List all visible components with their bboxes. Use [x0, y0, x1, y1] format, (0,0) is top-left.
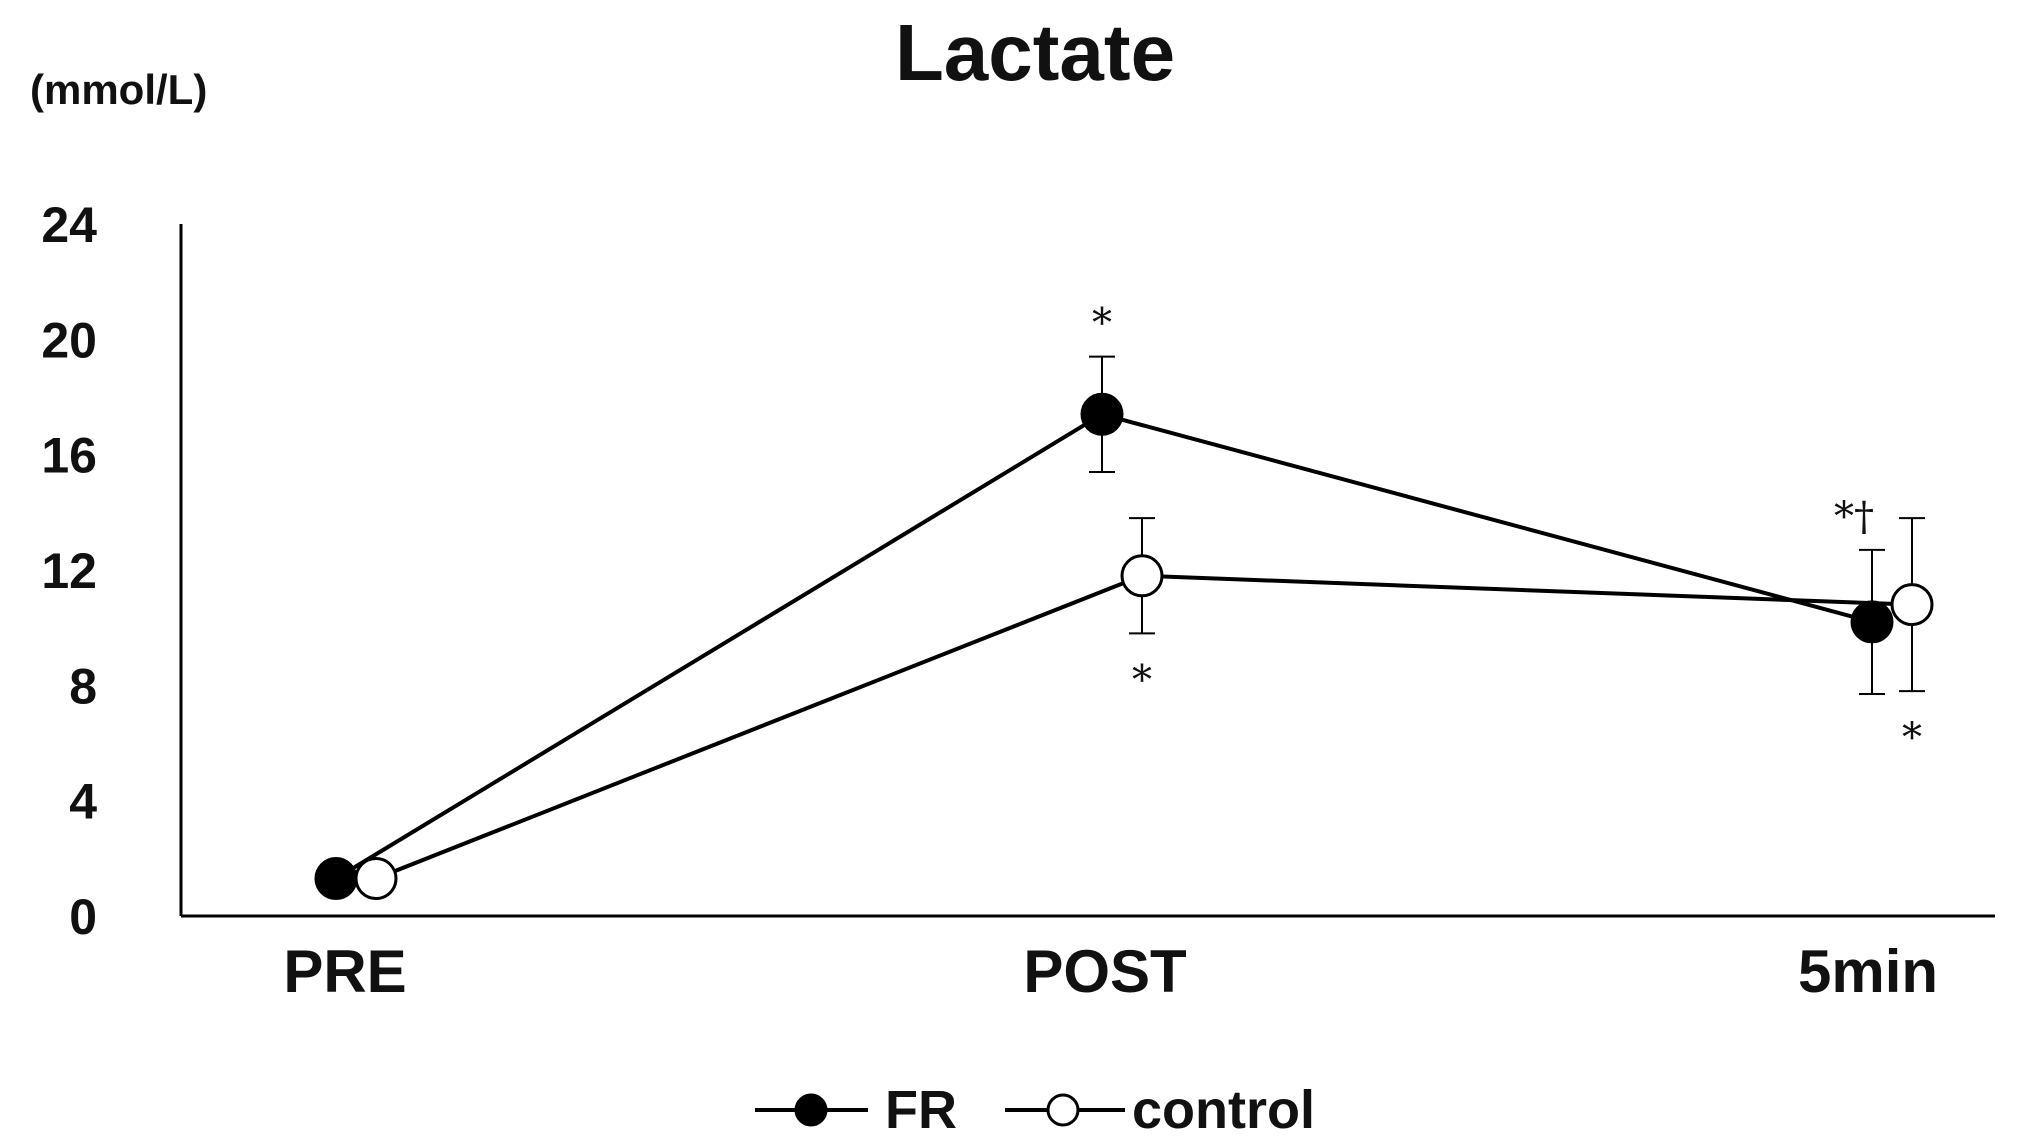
- y-tick-label: 12: [41, 543, 97, 599]
- y-tick-label: 0: [69, 889, 97, 945]
- significance-mark-fr: *†: [1834, 494, 1874, 540]
- series-line-control: [375, 573, 1913, 881]
- data-point-control: [1120, 554, 1164, 598]
- significance-annotations: * *† * *: [1092, 301, 1922, 761]
- y-tick-label: 20: [41, 312, 97, 368]
- legend-item-fr: FR: [755, 1080, 957, 1140]
- significance-mark-control: *: [1132, 657, 1152, 703]
- series-line-fr: [334, 412, 1873, 881]
- significance-mark-control: *: [1902, 715, 1922, 761]
- chart-title: Lactate: [895, 8, 1175, 97]
- y-axis-unit-label: (mmol/L): [30, 66, 207, 113]
- data-point-fr: [1850, 600, 1894, 644]
- series-lines: [334, 412, 1913, 881]
- data-point-fr: [314, 857, 358, 901]
- x-category-label: POST: [1023, 938, 1186, 1005]
- significance-mark-fr: *: [1092, 301, 1112, 347]
- legend-control-label: control: [1132, 1080, 1315, 1140]
- data-point-control: [354, 857, 398, 901]
- legend-item-control: control: [1005, 1080, 1315, 1140]
- legend-control-marker: [1046, 1093, 1080, 1127]
- y-tick-labels: 0 4 8 12 16 20 24: [41, 197, 97, 945]
- legend-fr-label: FR: [885, 1080, 957, 1140]
- data-points: [314, 392, 1934, 901]
- data-point-fr: [1080, 392, 1124, 436]
- data-point-control: [1890, 583, 1934, 627]
- legend: FR control: [755, 1080, 1315, 1140]
- legend-fr-marker: [794, 1093, 828, 1127]
- x-category-label: 5min: [1798, 938, 1938, 1005]
- y-tick-label: 8: [69, 658, 97, 714]
- x-category-labels: PRE POST 5min: [283, 938, 1938, 1005]
- y-tick-label: 24: [41, 197, 97, 253]
- y-tick-label: 16: [41, 428, 97, 484]
- y-tick-label: 4: [69, 774, 97, 830]
- x-category-label: PRE: [283, 938, 406, 1005]
